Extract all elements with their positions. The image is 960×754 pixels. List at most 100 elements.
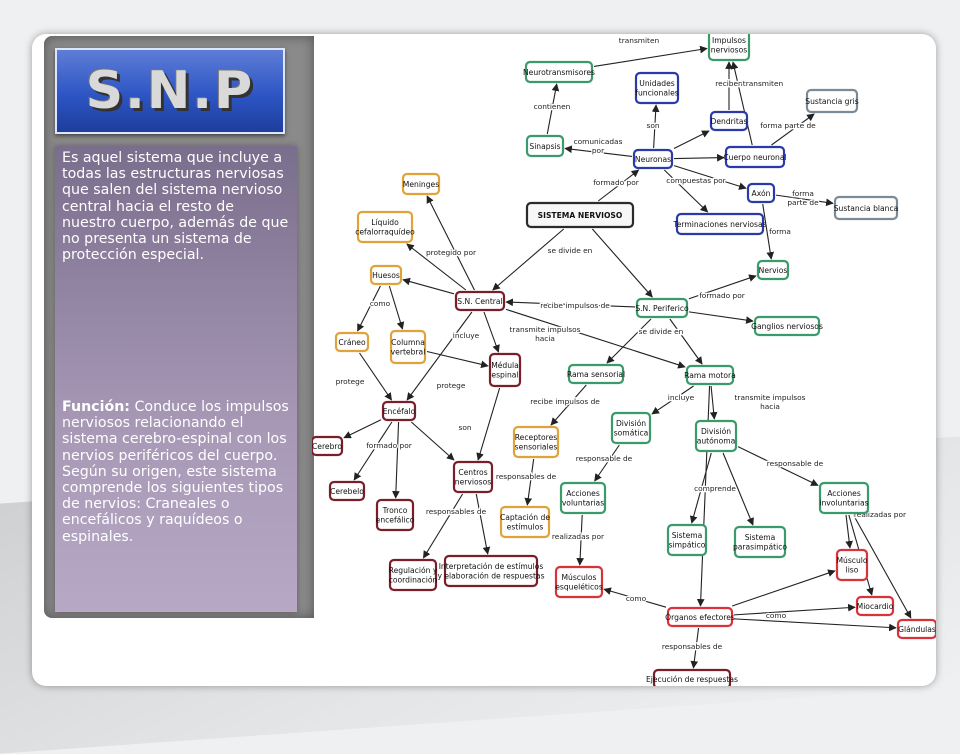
connector-line [731,569,836,607]
edge-label: protege [437,381,466,390]
node-label: Sinapsis [529,142,560,151]
edge-divaut-to-accinv [737,446,819,486]
node-label-line: Rama motora [684,371,736,380]
connector-line [410,421,455,461]
connector-line [546,83,560,135]
edge-divsom-to-accvol [594,444,620,482]
node-label: Axón [752,189,771,198]
connector-line [402,277,455,295]
edge-cuerpo-to-sgris [771,113,815,146]
node-label-line: Impulsos [712,36,746,45]
edge-label: contienen [534,102,571,111]
node-label-line: Regulación y [389,566,438,575]
node-box [753,315,821,337]
node-label-line: cefalorraquídeo [355,227,415,236]
edge-label-line: son [458,423,471,432]
node-label-line: nerviosos [711,45,747,54]
node-box [833,195,899,221]
node-label-line: coordinación [389,575,438,584]
node-label-line: Cerebelo [330,487,364,496]
edge-label: recibe impulsos de [530,397,600,406]
node-box [443,554,539,588]
edge-label-line: parte de [787,198,819,207]
node-box [805,88,859,114]
edge-neuronas-to-terminaciones [663,169,709,213]
node-neurotrans: Neurotransmisores [523,60,595,84]
node-glandulas: Glándulas [896,618,936,640]
edge-ramamot-to-divaut [709,385,718,420]
node-label-line: esqueléticos [555,582,603,591]
node-box [567,363,625,385]
edge-label-line: transmite impulsos [735,393,806,402]
edge-sinapsis-to-neurotrans [546,83,560,135]
edge-neurotrans-to-impulsos [593,45,708,67]
node-label-line: autónoma [697,436,736,445]
edge-label-line: protege [336,377,365,386]
node-label-line: Neurotransmisores [523,68,595,77]
node-cuerpo: Cuerpo neuronal [723,145,787,169]
edge-label: responsables de [426,507,487,516]
edge-label-line: realizadas por [854,510,907,519]
edge-label: como [626,594,647,603]
node-box [381,400,417,422]
edge-label-line: recibe impulsos de [530,397,600,406]
node-box [746,182,776,204]
edge-label-line: hacia [535,334,555,343]
node-label-line: Líquido [371,218,399,227]
edge-label: formado por [366,441,413,450]
node-box [369,264,403,286]
node-label-line: espinal [491,370,518,379]
node-box [835,548,869,582]
node-snperiferico: S.N. Periferico [635,297,689,319]
connector-line [392,421,400,499]
node-box [675,212,765,236]
connector-line [564,145,633,158]
node-label: Ejecución de respuestas [646,675,738,684]
node-box [610,411,652,445]
node-box [524,60,594,84]
node-box [818,481,870,515]
connector-line [483,311,500,353]
edge-label-line: responsables de [496,472,557,481]
node-label: Cerebelo [330,487,364,496]
node-label-line: Sistema [745,533,776,542]
node-sinapsis: Sinapsis [525,134,565,158]
node-miocardio: Miocardio [855,595,895,617]
node-label-line: involuntarias [819,498,868,507]
node-label-line: Unidades [639,79,674,88]
node-sblanca: Sustancia blanca [833,195,899,221]
edge-label: como [766,611,787,620]
edge-label-line: como [766,611,787,620]
connector-line [422,493,464,559]
edge-sncentral-to-liquido [406,243,467,291]
node-label-line: División [616,419,646,428]
edge-accinv-to-glandulas [852,514,912,619]
node-box [512,425,560,459]
connector-line [722,452,754,526]
node-cerebro: Cerebro [312,435,344,457]
node-label: Ganglios nerviosos [751,322,823,331]
node-label-line: y elaboración de respuestas [437,571,544,580]
node-sisnerv: SISTEMA NERVIOSO [525,201,635,229]
connector-line [690,627,700,669]
node-nervios: Nervios [756,259,790,281]
edge-label-line: comprende [694,484,736,493]
edge-accvol-to-musesq [576,514,584,566]
connector-line [505,308,686,369]
node-ejecucion: Ejecución de respuestas [646,668,738,686]
edge-sisnerv-to-sncentral [492,228,565,291]
node-label-line: Músculo [836,556,867,565]
